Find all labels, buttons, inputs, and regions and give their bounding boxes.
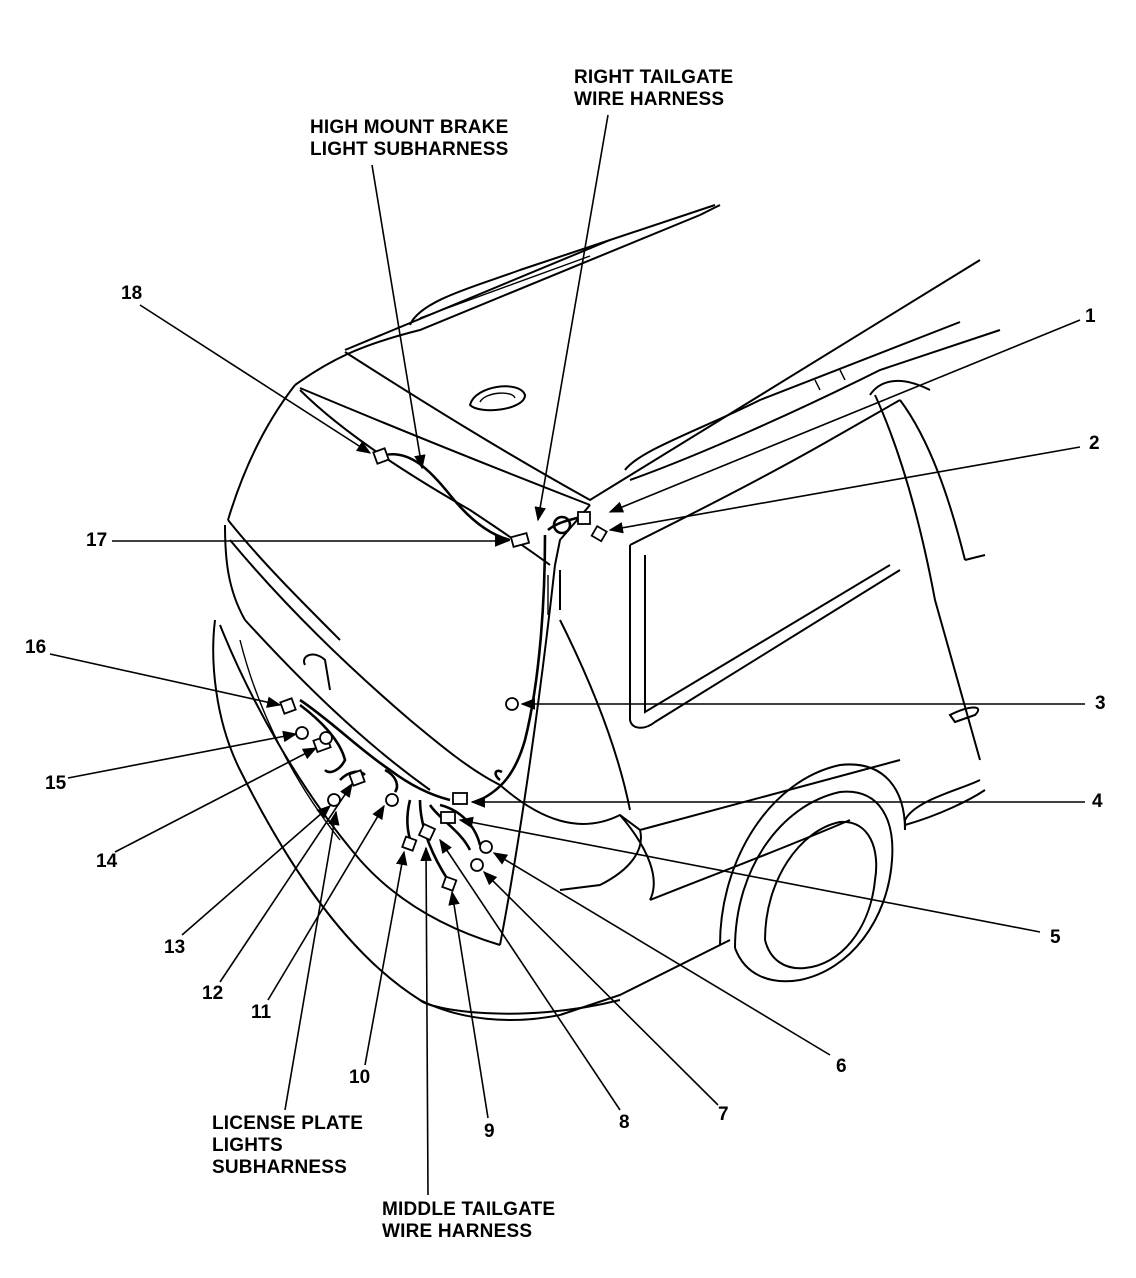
callout-7: 7	[718, 1104, 729, 1125]
caption-line: LIGHTS	[212, 1135, 283, 1156]
caption-line: SUBHARNESS	[212, 1157, 348, 1178]
callout-10: 10	[349, 1067, 371, 1088]
callout-4: 4	[1092, 791, 1103, 812]
callout-5: 5	[1050, 927, 1061, 948]
right-tailgate-harness-caption: RIGHT TAILGATE WIRE HARNESS	[574, 68, 733, 109]
callout-14: 14	[96, 851, 118, 872]
connectors	[279, 447, 608, 892]
callout-16: 16	[25, 637, 47, 658]
vehicle-outline	[212, 204, 1001, 1021]
callout-3: 3	[1095, 693, 1106, 714]
callout-1: 1	[1085, 306, 1096, 327]
caption-line: WIRE HARNESS	[382, 1221, 533, 1242]
wire-harnesses	[299, 452, 586, 881]
caption-line: LIGHT SUBHARNESS	[310, 139, 509, 160]
callout-17: 17	[86, 530, 108, 551]
callout-8: 8	[619, 1112, 630, 1133]
callout-18: 18	[121, 283, 143, 304]
high-mount-brake-caption: HIGH MOUNT BRAKE LIGHT SUBHARNESS	[310, 118, 509, 159]
callout-6: 6	[836, 1056, 847, 1077]
callout-2: 2	[1089, 433, 1100, 454]
caption-line: WIRE HARNESS	[574, 89, 725, 110]
callout-11: 11	[251, 1002, 272, 1023]
license-plate-caption: LICENSE PLATE LIGHTS SUBHARNESS	[212, 1114, 363, 1177]
callout-15: 15	[45, 773, 67, 794]
callout-13: 13	[164, 937, 186, 958]
caption-line: MIDDLE TAILGATE	[382, 1199, 556, 1220]
callout-9: 9	[484, 1121, 495, 1142]
caption-line: LICENSE PLATE	[212, 1113, 364, 1134]
middle-tailgate-caption: MIDDLE TAILGATE WIRE HARNESS	[382, 1200, 555, 1241]
leader-lines	[49, 114, 1085, 1196]
callout-12: 12	[202, 983, 224, 1004]
caption-line: HIGH MOUNT BRAKE	[310, 117, 509, 138]
caption-line: RIGHT TAILGATE	[574, 67, 734, 88]
